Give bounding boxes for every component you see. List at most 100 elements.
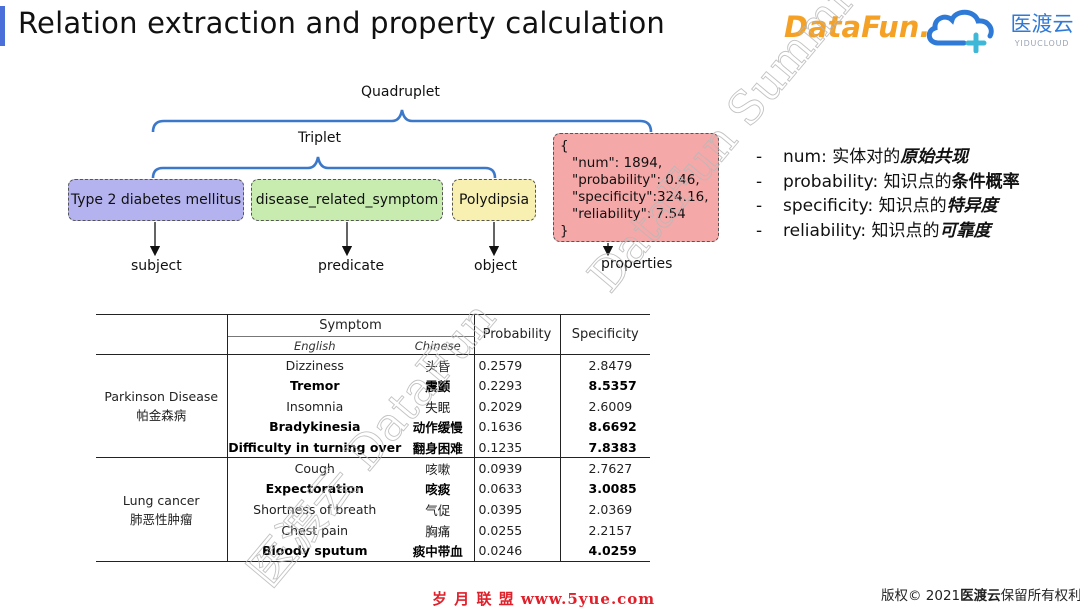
bullet-desc: 实体对的: [826, 147, 901, 167]
specificity-value: 3.0085: [588, 481, 637, 497]
property-definitions-list: -num: 实体对的原始共现 -probability: 知识点的条件概率 -s…: [756, 145, 1020, 243]
table-row: Chest pain 胸痛 0.0255 2.2157: [96, 520, 650, 541]
symptom-en: Dizziness: [227, 354, 402, 376]
yiducloud-logo-en: YIDUCLOUD: [1014, 39, 1070, 48]
properties-specificity: "specificity":324.16,: [572, 189, 709, 205]
bullet-reliability: -reliability: 知识点的可靠度: [756, 219, 1020, 244]
bullet-key: probability:: [783, 171, 879, 192]
symptom-en: Difficulty in turning over: [228, 439, 402, 455]
quadruplet-label: Quadruplet: [361, 84, 440, 100]
bullet-probability: -probability: 知识点的条件概率: [756, 170, 1020, 195]
symptom-en: Tremor: [289, 378, 340, 394]
disease-header-cell: [96, 314, 228, 355]
properties-close-brace: }: [560, 223, 569, 239]
properties-num: "num": 1894,: [572, 155, 663, 171]
bullet-dash: -: [756, 171, 763, 192]
probability-value: 0.0939: [474, 457, 561, 479]
triplet-brace: [151, 156, 497, 179]
symptom-en: Bradykinesia: [269, 419, 361, 435]
table-subheader-row: English Chinese: [96, 336, 650, 355]
symptom-cn: 翻身困难: [402, 437, 475, 458]
specificity-value: 2.6009: [588, 398, 633, 414]
table-row: Insomnia 失眠 0.2029 2.6009: [96, 395, 650, 417]
symptom-en: Cough: [227, 457, 402, 479]
symptom-cn: 动作缓慢: [402, 416, 475, 438]
bullet-emphasis: 特异度: [946, 196, 998, 216]
subject-label: subject: [131, 258, 182, 274]
footer-site-watermark: 岁 月 联 盟 www.5yue.com: [432, 590, 656, 608]
table-header-row: Symptom Probability Specificity: [96, 314, 650, 355]
specificity-header: Specificity: [560, 314, 650, 355]
symptom-cn: 痰中带血: [402, 540, 475, 562]
footer-copyright: 版权© 2021医渡云保留所有权利: [881, 584, 1080, 604]
specificity-value: 2.7627: [560, 457, 650, 479]
slide-title: Relation extraction and property calcula…: [18, 6, 665, 40]
specificity-value: 2.8479: [560, 354, 650, 376]
probability-value: 0.0255: [474, 520, 561, 541]
probability-value: 0.2293: [474, 375, 561, 396]
specificity-value: 8.5357: [588, 378, 637, 394]
yiducloud-cloud-icon: [926, 9, 994, 53]
english-subheader: English: [293, 338, 336, 353]
disease-name-cn: 帕金森病: [136, 408, 187, 424]
probability-value: 0.0395: [474, 499, 561, 520]
datafun-logo: DataFun.: [784, 10, 931, 44]
copyright-prefix: 版权© 2021: [881, 588, 961, 604]
probability-value: 0.2029: [474, 395, 561, 417]
symptom-cn: 胸痛: [402, 520, 475, 541]
bullet-desc: 知识点的: [878, 171, 952, 192]
table-row: Parkinson Disease 帕金森病 Dizziness 头昏 0.25…: [96, 353, 650, 458]
bullet-key: specificity:: [783, 196, 874, 216]
bullet-key: reliability:: [783, 220, 867, 241]
bullet-desc: 知识点的: [866, 220, 940, 241]
specificity-value: 4.0259: [560, 540, 650, 562]
specificity-value: 7.8383: [588, 439, 637, 455]
title-accent-bar: [0, 6, 5, 46]
symptom-cn: 头昏: [402, 354, 475, 376]
properties-label: properties: [601, 256, 673, 272]
symptom-cn: 咳嗽: [402, 457, 475, 479]
disease-name-en: Lung cancer: [122, 492, 200, 508]
symptom-cn: 震颤: [402, 375, 475, 396]
probability-value: 0.1636: [474, 416, 561, 438]
symptom-header: Symptom: [227, 314, 475, 337]
probability-header: Probability: [474, 314, 561, 355]
predicate-label: predicate: [318, 258, 385, 274]
copyright-brand: 医渡云: [960, 588, 1001, 604]
triplet-label: Triplet: [298, 130, 342, 146]
bullet-dash: -: [756, 220, 763, 241]
specificity-value: 2.2157: [588, 522, 633, 538]
disease-name-en: Parkinson Disease: [104, 389, 219, 405]
symptom-en: Chest pain: [281, 522, 349, 538]
bullet-emphasis: 可靠度: [939, 220, 991, 241]
table-row: Tremor 震颤 0.2293 8.5357: [96, 375, 650, 396]
yiducloud-logo: 医渡云 YIDUCLOUD: [1004, 8, 1080, 48]
copyright-suffix: 保留所有权利: [1000, 588, 1080, 604]
symptom-cn: 咳痰: [402, 478, 475, 500]
properties-box: { "num": 1894, "probability": 0.46, "spe…: [553, 133, 719, 242]
symptom-en: Insomnia: [286, 398, 344, 414]
table-row: Expectoration 咳痰 0.0633 3.0085: [96, 478, 650, 500]
yiducloud-logo-cn: 医渡云: [1010, 12, 1074, 36]
table-row: Difficulty in turning over 翻身困难 0.1235 7…: [96, 437, 650, 458]
object-box: Polydipsia: [452, 179, 536, 221]
symptom-en: Bloody sputum: [227, 540, 402, 562]
probability-value: 0.1235: [474, 437, 561, 458]
disease-cell-parkinson: Parkinson Disease 帕金森病: [96, 353, 228, 458]
properties-probability: "probability": 0.46,: [572, 172, 700, 188]
specificity-value: 8.6692: [588, 419, 637, 435]
bullet-desc: 知识点的: [873, 196, 947, 216]
quadruplet-brace: [151, 109, 653, 133]
bullet-emphasis: 原始共现: [900, 147, 969, 167]
bullet-num: -num: 实体对的原始共现: [756, 145, 1020, 170]
symptom-table: Symptom Probability Specificity English …: [96, 314, 650, 562]
table-row: Lung cancer 肺恶性肿瘤 Cough 咳嗽 0.0939 2.7627: [96, 457, 650, 562]
chinese-subheader: Chinese: [402, 336, 475, 355]
bullet-dash: -: [756, 196, 763, 216]
table-row: Bradykinesia 动作缓慢 0.1636 8.6692: [96, 416, 650, 438]
probability-value: 0.0246: [474, 540, 561, 562]
properties-open-brace: {: [560, 138, 569, 154]
probability-value: 0.2579: [474, 354, 561, 376]
bullet-dash: -: [756, 147, 763, 167]
table-row: Shortness of breath 气促 0.0395 2.0369: [96, 499, 650, 520]
